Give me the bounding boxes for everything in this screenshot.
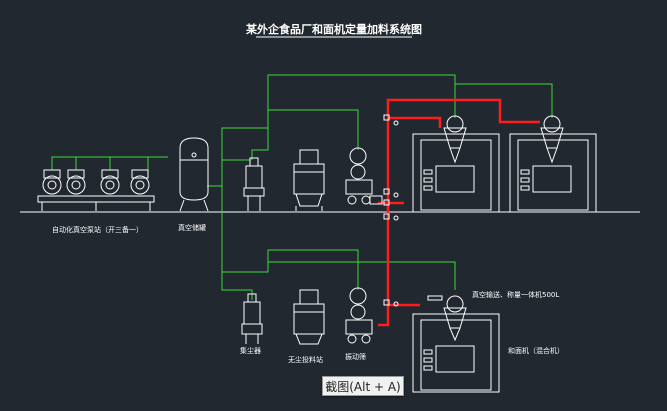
pump-2 — [66, 169, 86, 195]
lower-dust-collector — [241, 293, 263, 344]
pump-1 — [42, 169, 62, 195]
vacuum-pump-station — [37, 169, 155, 211]
label-vacuum-pump-station: 自动化真空泵站（开三备一） — [52, 225, 143, 234]
upper-dust-free-station — [293, 149, 325, 211]
lower-vibrating-screen — [345, 287, 373, 344]
screenshot-tooltip: 截图(Alt + A) — [322, 376, 404, 396]
valve-markers — [383, 114, 399, 307]
pump-3 — [100, 169, 120, 195]
dough-mixer-1 — [412, 115, 500, 213]
material-lines — [378, 98, 540, 327]
lower-dust-free-station — [293, 289, 325, 345]
upper-dust-collector — [243, 157, 265, 211]
label-vibrating-screen: 振动筛 — [345, 352, 366, 361]
upper-vibrating-screen — [345, 147, 383, 205]
dough-mixer-3 — [412, 295, 500, 393]
label-dough-mixer: 和面机（混合机） — [508, 346, 564, 355]
label-dust-free-station: 无尘投料站 — [288, 355, 323, 364]
label-dust-collector: 集尘器 — [240, 346, 261, 355]
label-loader-weigher: 真空输送、称量一体机500L — [472, 290, 559, 299]
pump-4 — [130, 169, 150, 195]
diagram-title: 某外企食品厂和面机定量加料系统图 — [245, 22, 422, 36]
vacuum-tank — [179, 137, 209, 212]
label-vacuum-tank: 真空储罐 — [178, 223, 206, 232]
dough-mixer-2 — [509, 115, 597, 213]
vacuum-lines — [51, 74, 553, 300]
